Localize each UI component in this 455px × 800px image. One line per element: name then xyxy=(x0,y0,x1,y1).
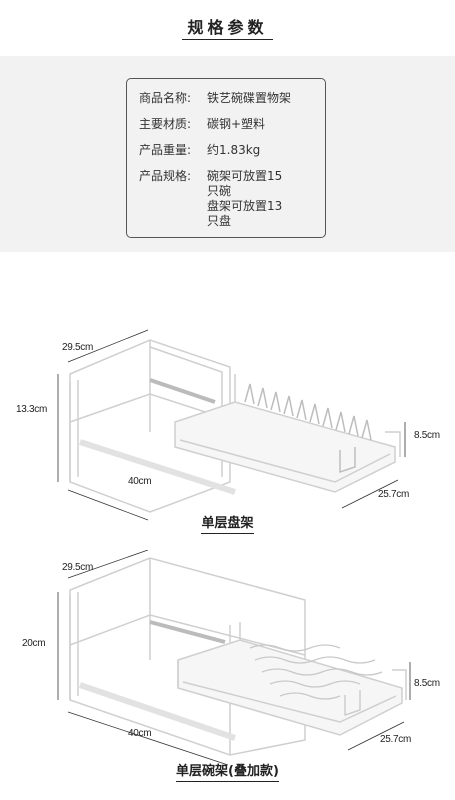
page-title: 规格参数 xyxy=(187,18,268,37)
title-underline xyxy=(182,39,273,40)
dim-length-label: 40cm xyxy=(128,476,152,487)
header: 规格参数 xyxy=(0,0,455,56)
spec-value: 铁艺碗碟置物架 xyxy=(207,91,292,105)
diagram-caption: 单层盘架 xyxy=(0,512,455,534)
spec-row-weight: 产品重量: 约1.83kg xyxy=(139,143,317,158)
spec-value: 碗架可放置15 只碗 盘架可放置13 只盘 xyxy=(207,169,283,228)
spec-table: 商品名称: 铁艺碗碟置物架 主要材质: 碳钢+塑料 产品重量: 约1.83kg … xyxy=(126,78,326,238)
plate-rack-diagram: 29.5cm 13.3cm 40cm 8.5cm 25.7cm 单层盘架 xyxy=(0,322,455,542)
dim-length-label: 40cm xyxy=(128,728,152,739)
spec-row-material: 主要材质: 碳钢+塑料 xyxy=(139,117,317,132)
spec-value: 碳钢+塑料 xyxy=(207,117,266,131)
plate-rack-illustration xyxy=(57,329,406,521)
bowl-rack-diagram: 29.5cm 20cm 40cm 8.5cm 25.7cm 单层碗架(叠加款) xyxy=(0,550,455,800)
spec-row-name: 商品名称: 铁艺碗碟置物架 xyxy=(139,91,317,106)
spec-key: 主要材质: xyxy=(139,117,192,131)
spec-key: 商品名称: xyxy=(139,91,192,105)
spec-section: 商品名称: 铁艺碗碟置物架 主要材质: 碳钢+塑料 产品重量: 约1.83kg … xyxy=(0,56,455,252)
spec-key: 产品重量: xyxy=(139,143,192,157)
dim-depth-label: 25.7cm xyxy=(380,734,411,745)
spec-row-size: 产品规格: 碗架可放置15 只碗 盘架可放置13 只盘 xyxy=(139,169,317,229)
spec-key: 产品规格: xyxy=(139,169,192,183)
dim-width-label: 29.5cm xyxy=(62,342,93,353)
dim-depth-label: 25.7cm xyxy=(378,489,409,500)
dim-inner-height-label: 8.5cm xyxy=(414,678,440,689)
dim-height-label: 20cm xyxy=(22,638,46,649)
dim-height-label: 13.3cm xyxy=(16,404,47,415)
dim-width-label: 29.5cm xyxy=(62,562,93,573)
diagram-caption: 单层碗架(叠加款) xyxy=(0,760,455,782)
bowl-rack-illustration xyxy=(57,550,411,766)
dim-inner-height-label: 8.5cm xyxy=(414,430,440,441)
spec-value: 约1.83kg xyxy=(207,143,261,157)
